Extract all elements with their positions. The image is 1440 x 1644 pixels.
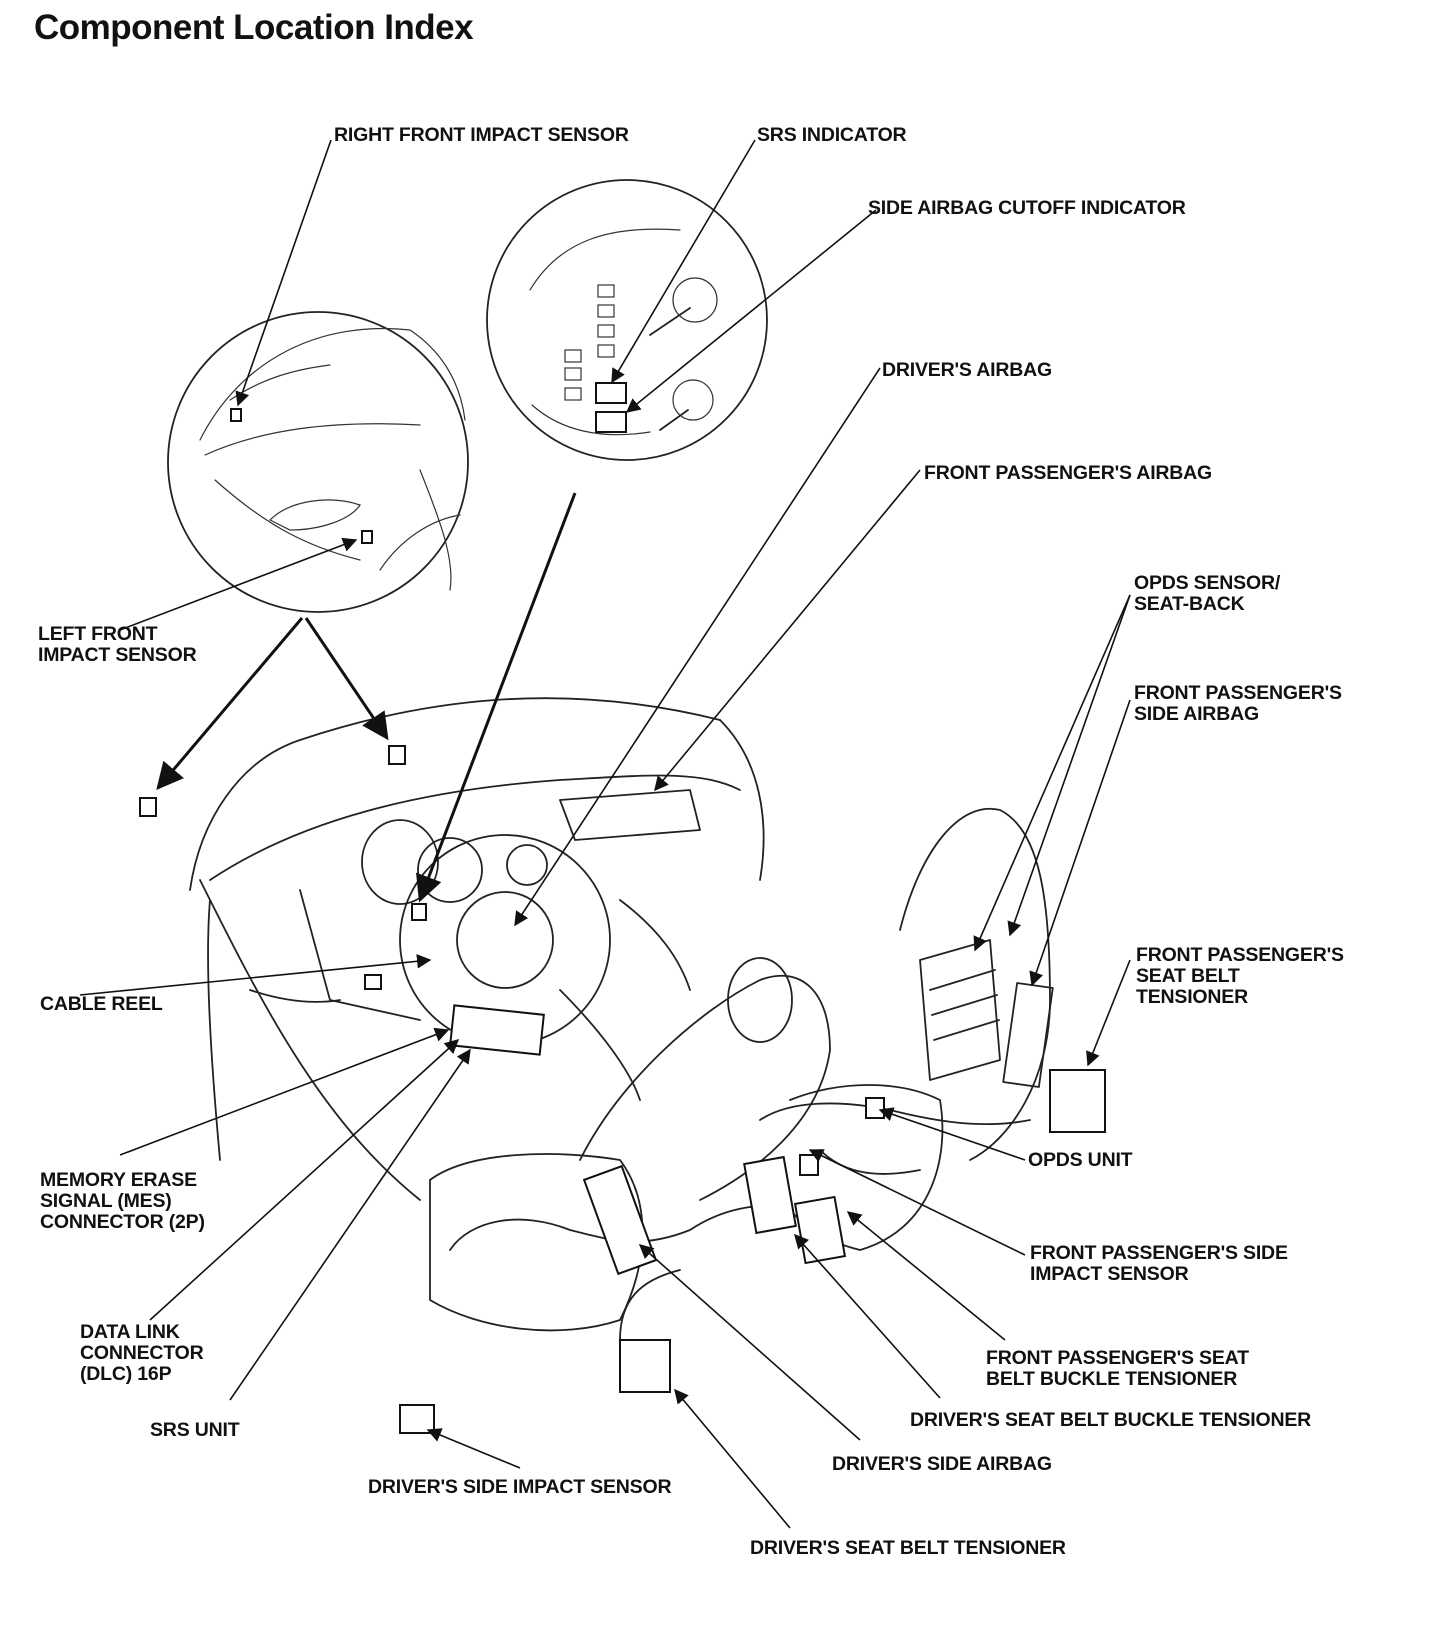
label-srs-unit: SRS UNIT (150, 1419, 240, 1441)
component-glyphs (139, 745, 1106, 1434)
label-front-passengers-airbag: FRONT PASSENGER'S AIRBAG (924, 462, 1213, 484)
label-drivers-airbag: DRIVER'S AIRBAG (882, 359, 1052, 381)
label-srs-indicator: SRS INDICATOR (757, 124, 907, 146)
label-drivers-side-impact-sensor: DRIVER'S SIDE IMPACT SENSOR (368, 1476, 672, 1498)
left-front-sensor-icon (361, 530, 373, 544)
label-drivers-side-airbag: DRIVER'S SIDE AIRBAG (832, 1453, 1052, 1475)
passenger-seat-belt-tensioner-glyph (1049, 1069, 1106, 1133)
drivers-seat-belt-tensioner-glyph (619, 1339, 671, 1393)
label-front-passengers-side-airbag: FRONT PASSENGER'S SIDE AIRBAG (1134, 682, 1342, 725)
srs-indicator-icon (595, 382, 627, 404)
label-opds-sensor-seat-back: OPDS SENSOR/ SEAT-BACK (1134, 572, 1281, 615)
leader-lines (79, 139, 1131, 1529)
label-side-airbag-cutoff-indicator: SIDE AIRBAG CUTOFF INDICATOR (868, 197, 1186, 219)
label-cable-reel: CABLE REEL (40, 993, 163, 1015)
page-title: Component Location Index (34, 8, 474, 47)
label-data-link-connector: DATA LINK CONNECTOR (DLC) 16P (80, 1321, 204, 1385)
label-front-passengers-side-impact-sensor: FRONT PASSENGER'S SIDE IMPACT SENSOR (1030, 1242, 1288, 1285)
label-drivers-seat-belt-buckle-tensioner: DRIVER'S SEAT BELT BUCKLE TENSIONER (910, 1409, 1312, 1431)
drivers-side-impact-sensor-glyph (399, 1404, 435, 1434)
front-car-inset (167, 311, 469, 613)
label-drivers-seat-belt-tensioner: DRIVER'S SEAT BELT TENSIONER (750, 1537, 1066, 1559)
label-opds-unit: OPDS UNIT (1028, 1149, 1133, 1171)
side-airbag-cutoff-indicator-icon (595, 411, 627, 433)
label-front-passengers-seat-belt-tensioner: FRONT PASSENGER'S SEAT BELT TENSIONER (1136, 944, 1344, 1008)
label-right-front-impact-sensor: RIGHT FRONT IMPACT SENSOR (334, 124, 629, 146)
label-front-passengers-seat-belt-buckle-tensioner: FRONT PASSENGER'S SEAT BELT BUCKLE TENSI… (986, 1347, 1249, 1390)
label-memory-erase-signal-connector: MEMORY ERASE SIGNAL (MES) CONNECTOR (2P) (40, 1169, 205, 1233)
drivers-side-airbag-glyph (582, 1164, 658, 1276)
label-left-front-impact-sensor: LEFT FRONT IMPACT SENSOR (38, 623, 197, 666)
gauge-inset (486, 179, 768, 461)
right-front-sensor-icon (230, 408, 242, 422)
